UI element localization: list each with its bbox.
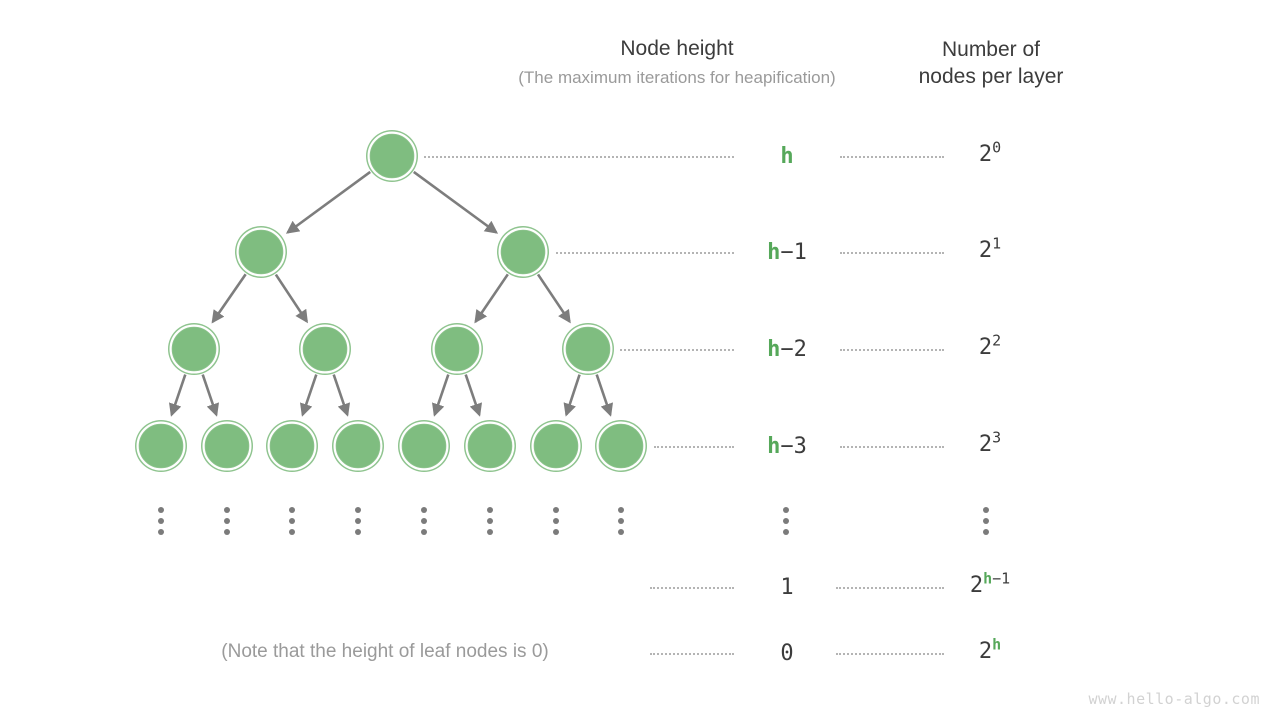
node-height-subtitle: (The maximum iterations for heapificatio…: [518, 68, 836, 87]
count-exp-plain-1: 1: [992, 234, 1002, 253]
leader-line-tree-to-height-2: [620, 349, 734, 353]
tree-edge: [274, 273, 308, 324]
ellipsis-tree-column: [158, 507, 165, 535]
ellipsis-tree-column: [487, 507, 494, 535]
leader-line-height-to-count-5: [836, 653, 944, 657]
tree-node: [299, 323, 351, 375]
count-base-1: 2: [978, 238, 993, 263]
node-height-suffix-1: −1: [780, 240, 807, 265]
count-exp-plain-2: 2: [992, 331, 1002, 350]
node-height-suffix-5: 0: [780, 641, 794, 666]
nodes-per-layer-value-3: 23: [930, 428, 1050, 457]
site-watermark: www.hello-algo.com: [1088, 690, 1260, 708]
nodes-per-layer-value-0: 20: [930, 138, 1050, 167]
leader-line-tree-to-height-3: [654, 446, 734, 450]
tree-node: [135, 420, 187, 472]
count-base-2: 2: [978, 335, 993, 360]
tree-edge: [413, 170, 499, 234]
leader-line-tree-to-height-5: [650, 653, 734, 657]
ellipsis-tree-column: [355, 507, 362, 535]
tree-node: [235, 226, 287, 278]
ellipsis-tree-column: [224, 507, 231, 535]
tree-edge: [332, 374, 351, 417]
tree-node: [497, 226, 549, 278]
tree-edge: [299, 374, 318, 417]
node-height-prefix-3: h: [767, 434, 781, 459]
leader-line-height-to-count-3: [840, 446, 944, 450]
count-exp-green-4: h: [983, 569, 993, 588]
nodes-per-layer-value-5: 2h: [930, 635, 1050, 664]
node-height-suffix-2: −2: [780, 337, 807, 362]
tree-node: [168, 323, 220, 375]
tree-node: [562, 323, 614, 375]
tree-node: [366, 130, 418, 182]
count-exp-plain-0: 0: [992, 138, 1002, 157]
column-header-node-height: Node height (The maximum iterations for …: [470, 36, 884, 90]
tree-node: [201, 420, 253, 472]
leader-line-tree-to-height-0: [424, 156, 734, 160]
tree-edges: [168, 170, 614, 417]
ellipsis-count-column: [983, 507, 990, 535]
tree-edge: [595, 374, 614, 417]
tree-node: [530, 420, 582, 472]
tree-edge: [464, 374, 483, 417]
leader-line-height-to-count-4: [836, 587, 944, 591]
node-height-value-1: h−1: [727, 240, 847, 265]
leader-line-height-to-count-1: [840, 252, 944, 256]
node-height-suffix-3: −3: [780, 434, 807, 459]
ellipsis-height-column: [783, 507, 790, 535]
leader-line-height-to-count-2: [840, 349, 944, 353]
nodes-per-layer-value-2: 22: [930, 331, 1050, 360]
leaf-height-note: (Note that the height of leaf nodes is 0…: [221, 641, 549, 662]
ellipsis-tree-column: [553, 507, 560, 535]
node-height-value-5: 0: [727, 641, 847, 666]
tree-edge: [285, 170, 371, 234]
count-base-3: 2: [978, 432, 993, 457]
leader-line-tree-to-height-1: [556, 252, 734, 256]
node-height-title: Node height: [620, 37, 734, 60]
tree-node: [398, 420, 450, 472]
count-exp-plain-4: −1: [992, 569, 1011, 588]
count-exp-green-5: h: [992, 635, 1002, 654]
nodes-per-layer-title-line2: nodes per layer: [918, 65, 1064, 88]
tree-edge: [201, 374, 220, 417]
count-base-4: 2: [969, 573, 984, 598]
node-height-prefix-2: h: [767, 337, 781, 362]
node-height-prefix-1: h: [767, 240, 781, 265]
tree-node: [464, 420, 516, 472]
node-height-suffix-4: 1: [780, 575, 794, 600]
nodes-per-layer-value-1: 21: [930, 234, 1050, 263]
tree-edge: [563, 374, 581, 417]
tree-edge: [474, 273, 509, 324]
count-base-5: 2: [978, 639, 993, 664]
count-base-0: 2: [978, 142, 993, 167]
ellipsis-tree-column: [618, 507, 625, 535]
column-header-nodes-per-layer: Number of nodes per layer: [888, 36, 1094, 90]
node-height-value-3: h−3: [727, 434, 847, 459]
node-height-prefix-0: h: [780, 144, 794, 169]
leader-line-tree-to-height-4: [650, 587, 734, 591]
tree-node: [595, 420, 647, 472]
nodes-per-layer-title-line1: Number of: [941, 38, 1041, 61]
ellipsis-tree-column: [289, 507, 296, 535]
nodes-per-layer-value-4: 2h−1: [930, 569, 1050, 598]
tree-node: [431, 323, 483, 375]
node-height-value-4: 1: [727, 575, 847, 600]
leader-line-height-to-count-0: [840, 156, 944, 160]
ellipsis-tree-column: [421, 507, 428, 535]
tree-edge: [168, 374, 187, 417]
node-height-value-2: h−2: [727, 337, 847, 362]
tree-edge: [431, 374, 450, 417]
node-height-value-0: h: [727, 144, 847, 169]
count-exp-plain-3: 3: [992, 428, 1002, 447]
tree-node: [332, 420, 384, 472]
tree-edge: [211, 273, 247, 324]
tree-nodes: [135, 130, 647, 472]
tree-node: [266, 420, 318, 472]
tree-edge: [536, 273, 571, 324]
